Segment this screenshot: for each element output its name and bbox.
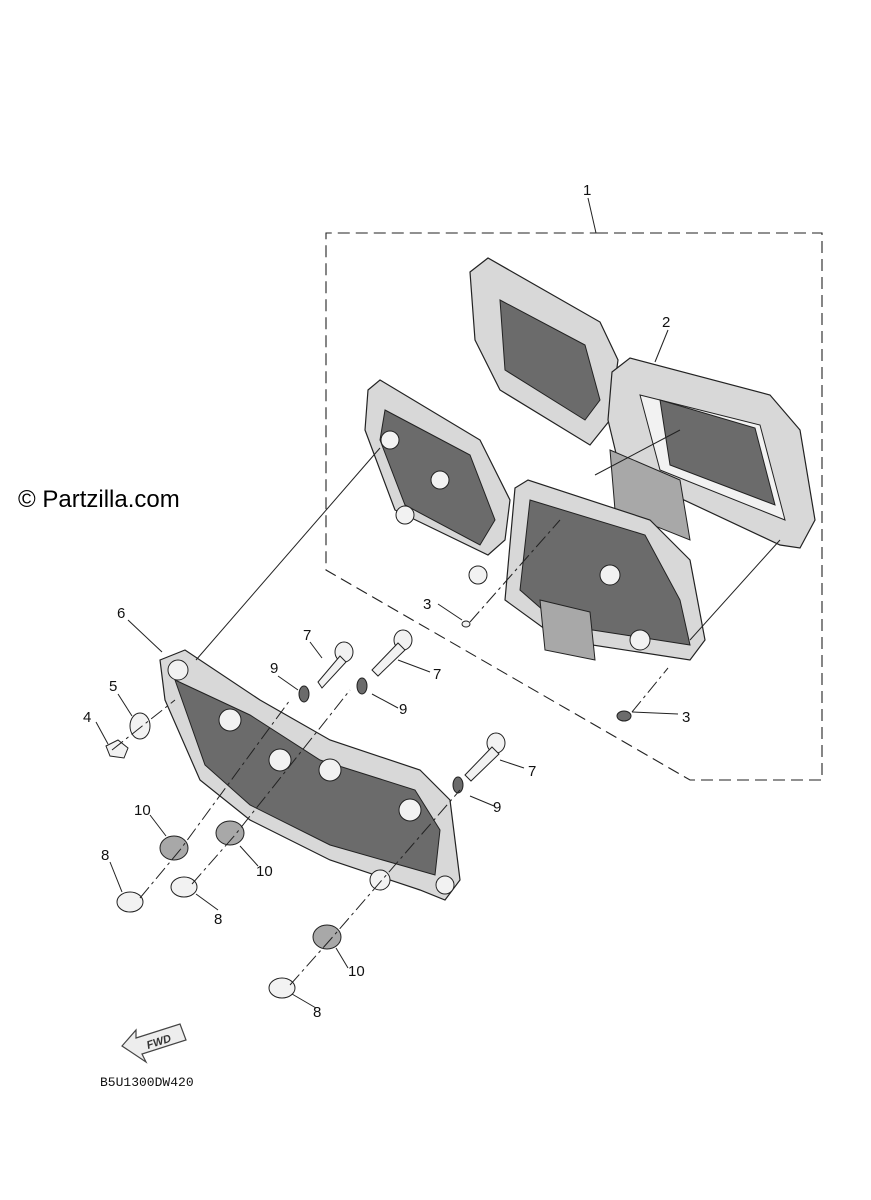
damper-10b (215, 820, 245, 846)
callout-10a: 10 (134, 802, 151, 819)
bolt-7a (317, 641, 354, 689)
bolt-7b (371, 629, 413, 677)
nut-4 (105, 739, 129, 759)
callout-8c: 8 (313, 1004, 321, 1021)
callout-1: 1 (583, 182, 591, 199)
assembly-boundary (325, 232, 823, 781)
callout-9b: 9 (399, 701, 407, 718)
washer-9a (298, 685, 310, 703)
callout-7a: 7 (303, 627, 311, 644)
fwd-arrow-icon: FWD (121, 1023, 187, 1064)
callout-7c: 7 (528, 763, 536, 780)
bolt-7c (464, 732, 506, 782)
damper-10c (312, 924, 342, 950)
callout-10b: 10 (256, 863, 273, 880)
callout-7b: 7 (433, 666, 441, 683)
collar-5 (129, 712, 151, 740)
diagram-code: B5U1300DW420 (100, 1075, 194, 1090)
callout-3a: 3 (423, 596, 431, 613)
washer-9c (452, 776, 464, 794)
callout-10c: 10 (348, 963, 365, 980)
collar-8b (170, 876, 198, 898)
assembly-lines (111, 429, 781, 986)
leader-lines (95, 197, 679, 1009)
screw-3a (461, 620, 471, 628)
callout-8a: 8 (101, 847, 109, 864)
callout-4: 4 (83, 709, 91, 726)
callout-9a: 9 (270, 660, 278, 677)
callout-3b: 3 (682, 709, 690, 726)
screw-3b (616, 710, 632, 722)
collar-8c (268, 977, 296, 999)
callout-9c: 9 (493, 799, 501, 816)
callout-6: 6 (117, 605, 125, 622)
callout-5: 5 (109, 678, 117, 695)
meter-stay (159, 649, 461, 901)
damper-10a (159, 835, 189, 861)
washer-9b (356, 677, 368, 695)
callout-2: 2 (662, 314, 670, 331)
meter-assembly (364, 257, 816, 661)
watermark-text: © Partzilla.com (18, 486, 180, 513)
collar-8a (116, 891, 144, 913)
callout-8b: 8 (214, 911, 222, 928)
